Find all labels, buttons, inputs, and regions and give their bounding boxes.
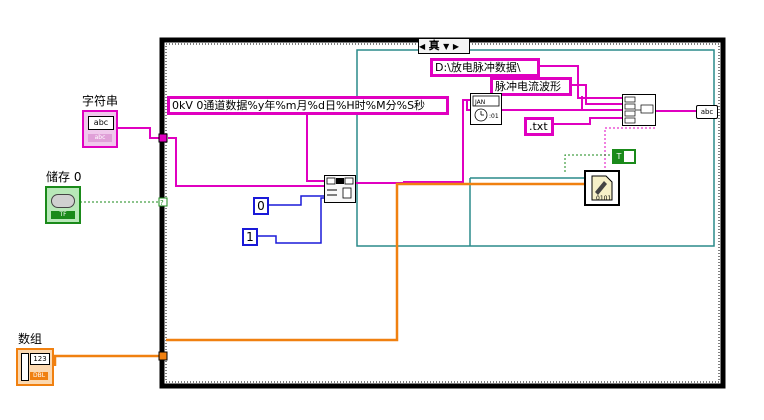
string-type-badge: abc (88, 134, 112, 142)
zero-constant[interactable]: 0 (253, 197, 269, 215)
write-spreadsheet-file-node[interactable]: 0101 (584, 170, 620, 206)
case-next-arrow[interactable]: ▶ (452, 42, 459, 51)
string-control[interactable]: abc abc (82, 110, 118, 148)
numeric-wire-one (258, 197, 325, 244)
case-dropdown-icon[interactable]: ▼ (443, 42, 450, 51)
bool-true-constant[interactable]: T (612, 149, 636, 164)
get-date-time-node[interactable]: JAN :01 (470, 93, 502, 125)
svg-text::01: :01 (489, 113, 499, 120)
sequence-frame (356, 49, 715, 247)
string-control-label: 字符串 (82, 94, 119, 108)
array-control[interactable]: 123 DBL (16, 348, 54, 386)
save-bool-control[interactable]: TF (45, 186, 81, 224)
svg-text:?: ? (160, 199, 164, 207)
get-date-time-icon: JAN :01 (472, 95, 500, 122)
ext-string-constant[interactable]: .txt (524, 117, 554, 136)
format-date-time-icon (326, 177, 354, 199)
string-wire-in (117, 127, 162, 139)
case-structure-frame (159, 37, 726, 389)
path-string-constant[interactable]: D:\放电脉冲数据\ (430, 58, 540, 77)
array-control-label: 数组 (18, 332, 43, 346)
array-type-badge: DBL (30, 372, 48, 380)
concatenate-strings-icon (624, 96, 654, 124)
string-output-terminal[interactable]: abc (696, 105, 718, 119)
bool-tunnel (158, 197, 168, 207)
concatenate-strings-node[interactable] (622, 94, 656, 126)
svg-text:0101: 0101 (596, 195, 611, 202)
format-string-constant[interactable]: 0kV 0通道数据%y年%m月%d日%H时%M分%S秒 (167, 96, 449, 115)
array-value: 123 (30, 353, 50, 365)
array-tunnel (158, 351, 168, 361)
name-string-constant[interactable]: 脉冲电流波形 (490, 77, 572, 96)
numeric-wire-zero (268, 195, 325, 206)
write-spreadsheet-file-icon: 0101 (591, 175, 613, 202)
string-control-icon: abc (88, 116, 114, 130)
bool-type-badge: TF (51, 211, 75, 219)
save-control-label: 储存 0 (46, 170, 82, 184)
case-prev-arrow[interactable]: ◀ (419, 42, 426, 51)
array-wire (53, 354, 162, 366)
svg-text:JAN: JAN (474, 99, 485, 106)
case-selector[interactable]: ◀ 真 ▼ ▶ (418, 38, 470, 54)
string-tunnel (158, 133, 168, 143)
bool-true-value: T (614, 151, 624, 162)
string-output-icon: abc (700, 108, 714, 116)
case-value: 真 (428, 39, 440, 52)
array-index-icon (21, 353, 29, 381)
one-constant[interactable]: 1 (242, 228, 258, 246)
format-date-time-node[interactable] (324, 175, 356, 203)
toggle-icon (51, 194, 75, 208)
